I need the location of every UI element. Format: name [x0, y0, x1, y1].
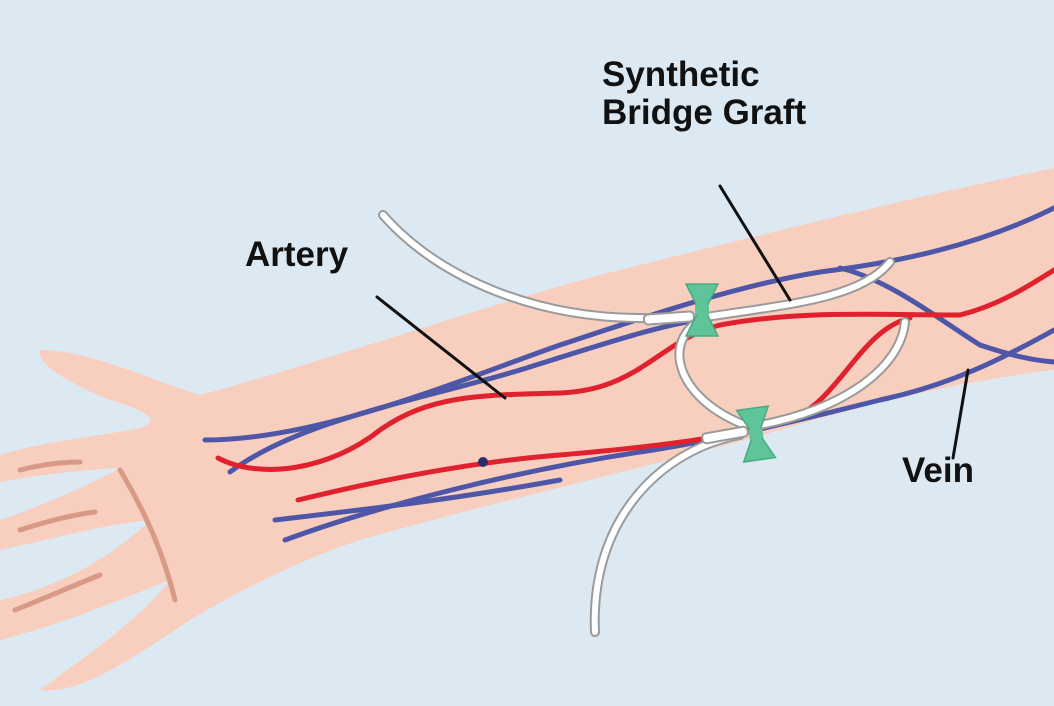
artery-main: [215, 267, 1054, 472]
needle-barrel-upper: [642, 310, 696, 326]
graft-tubes: [378, 210, 910, 637]
needle-hub-lower: [735, 405, 777, 463]
vein-label: Vein: [902, 451, 974, 490]
needle-barrel-lower: [701, 425, 749, 445]
artery-lower: [295, 315, 913, 503]
graft-label: Synthetic Bridge Graft: [602, 56, 806, 132]
graft-leader-line: [718, 184, 792, 302]
vein-upper-branch: [227, 317, 703, 475]
artery-label: Artery: [245, 235, 349, 274]
arteries: [215, 267, 1054, 503]
vein-leader-line: [951, 368, 970, 460]
graft-label-line2: Bridge Graft: [602, 92, 807, 132]
needle-hub-upper: [684, 283, 720, 337]
vein-crossing: [837, 265, 1054, 365]
vein-lower-branch: [272, 477, 563, 523]
artery-leader-line: [375, 295, 507, 400]
leader-lines: [375, 184, 970, 460]
hand-creases: [12, 459, 178, 613]
artery-dot: [478, 457, 488, 467]
graft-label-line1: Synthetic: [602, 55, 760, 94]
